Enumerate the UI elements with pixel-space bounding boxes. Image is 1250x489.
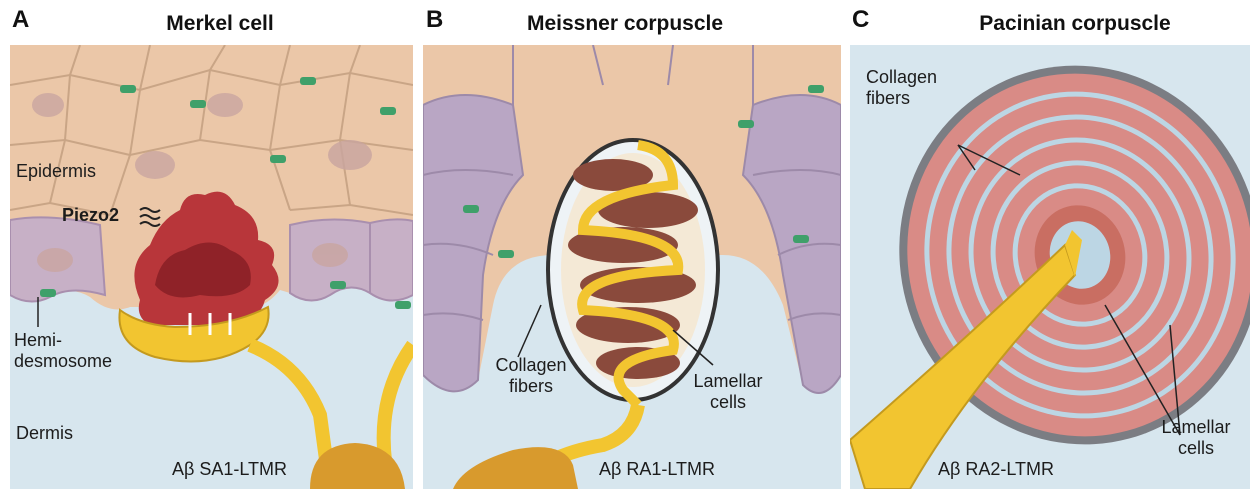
panel-pacinian-corpuscle: Collagen fibers Lamellar cells Aβ RA2-LT… — [850, 45, 1250, 489]
panel-meissner-corpuscle: Collagen fibers Lamellar cells Aβ RA1-LT… — [423, 45, 841, 489]
label-lamellar-1: Lamellar — [1146, 417, 1246, 437]
panel-letter-c: C — [852, 6, 869, 34]
meissner-illustration — [423, 45, 841, 489]
panel-title-pacinian: Pacinian corpuscle — [950, 12, 1200, 36]
panel-title-meissner: Meissner corpuscle — [505, 12, 745, 36]
label-neuron-ra2: Aβ RA2-LTMR — [938, 459, 1054, 479]
label-lamellar-2: cells — [678, 392, 778, 412]
panel-title-merkel: Merkel cell — [120, 12, 320, 36]
label-lamellar-2: cells — [1146, 438, 1246, 458]
panel-merkel-cell: Epidermis Piezo2 Hemi- desmosome Dermis … — [10, 45, 413, 489]
panel-letter-a: A — [12, 6, 29, 34]
panel-letter-b: B — [426, 6, 443, 34]
label-neuron-sa1: Aβ SA1-LTMR — [172, 459, 287, 479]
label-collagen-1: Collagen — [866, 67, 937, 87]
label-collagen-2: fibers — [481, 376, 581, 396]
label-collagen-1: Collagen — [481, 355, 581, 375]
label-dermis: Dermis — [16, 423, 73, 443]
label-collagen-2: fibers — [866, 88, 910, 108]
label-piezo2: Piezo2 — [62, 205, 119, 225]
label-desmosome: desmosome — [14, 351, 112, 371]
label-epidermis: Epidermis — [16, 161, 96, 181]
label-hemi: Hemi- — [14, 330, 62, 350]
label-neuron-ra1: Aβ RA1-LTMR — [599, 459, 715, 479]
label-lamellar-1: Lamellar — [678, 371, 778, 391]
